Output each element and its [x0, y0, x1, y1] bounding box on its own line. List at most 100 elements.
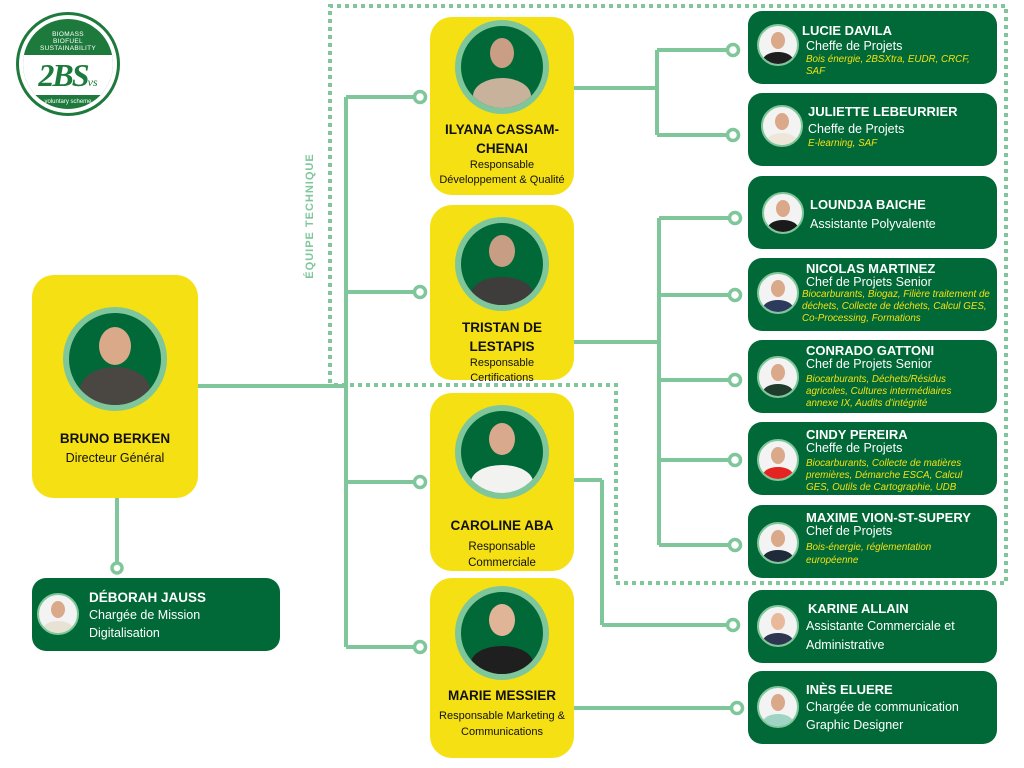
manager-name: MARIE MESSIER	[447, 688, 556, 703]
person-silhouette-icon	[471, 646, 533, 674]
person-silhouette-icon	[763, 384, 793, 396]
manager-role: Responsable	[469, 357, 535, 369]
staff-photo	[757, 686, 799, 728]
staff-photo	[757, 272, 799, 314]
staff-card-nicolas-martinez[interactable]: NICOLAS MARTINEZ Chef de Projets Senior …	[748, 258, 997, 331]
manager-name: CAROLINE ABA	[450, 518, 554, 533]
logo-mark-suffix: vs	[87, 75, 98, 89]
staff-expertise: Bois énergie, 2BSXtra, EUDR, CRCF, SAF	[806, 54, 970, 77]
staff-name: CONRADO GATTONI	[806, 343, 935, 358]
staff-photo	[757, 439, 799, 481]
manager-card-ilyana[interactable]: ILYANA CASSAM- CHENAI Responsable Dévelo…	[430, 17, 574, 195]
technical-team-boundary	[328, 4, 1008, 585]
staff-card-ines-eluere[interactable]: INÈS ELUERE Chargée de communication Gra…	[748, 671, 997, 744]
staff-photo	[757, 522, 799, 564]
manager-name-line2: CHENAI	[476, 141, 528, 156]
manager-photo	[455, 217, 549, 311]
person-head-icon	[489, 423, 515, 455]
staff-name: LOUNDJA BAICHE	[810, 197, 926, 212]
manager-photo	[455, 586, 549, 680]
logo-text-biofuel: BIOFUEL	[53, 38, 83, 45]
staff-card-cindy-pereira[interactable]: CINDY PEREIRA Cheffe de Projets Biocarbu…	[748, 422, 997, 495]
director-card[interactable]: BRUNO BERKEN Directeur Général	[32, 275, 198, 498]
staff-role: Chef de Projets Senior	[806, 275, 932, 289]
staff-role: Assistante Commerciale et Administrative	[806, 619, 955, 652]
director-role: Directeur Général	[65, 451, 165, 465]
staff-name: CINDY PEREIRA	[806, 427, 908, 442]
staff-card-lucie-davila[interactable]: LUCIE DAVILA Cheffe de Projets Bois éner…	[748, 11, 997, 84]
person-silhouette-icon	[763, 52, 793, 64]
staff-expertise: Biocarburants, Collecte de matières prem…	[806, 458, 963, 493]
staff-role: Chargée de communication Graphic Designe…	[806, 700, 959, 732]
technical-team-label-text: ÉQUIPE TECHNIQUE	[304, 153, 316, 279]
staff-expertise: Biocarburants, Biogaz, Filière traitemen…	[802, 289, 990, 324]
staff-expertise: Bois-énergie, réglementation européenne	[806, 542, 932, 566]
person-head-icon	[771, 613, 785, 630]
2bs-logo: BIOMASS BIOFUEL SUSTAINABILITY 2BSvs vol…	[16, 12, 120, 116]
person-head-icon	[490, 38, 514, 68]
staff-name: JULIETTE LEBEURRIER	[808, 104, 958, 119]
staff-photo	[757, 356, 799, 398]
manager-role: Responsable	[469, 159, 535, 171]
staff-card-juliette-lebeurrier[interactable]: JULIETTE LEBEURRIER Cheffe de Projets E-…	[748, 93, 997, 166]
manager-name: TRISTAN DE	[462, 320, 542, 335]
manager-role-line2: Commerciale	[468, 557, 536, 569]
staff-name: LUCIE DAVILA	[802, 23, 893, 38]
manager-photo	[455, 405, 549, 499]
staff-card-karine-allain[interactable]: KARINE ALLAIN Assistante Commerciale et …	[748, 590, 997, 663]
person-silhouette-icon	[768, 220, 798, 232]
person-silhouette-icon	[473, 78, 531, 108]
staff-name: NICOLAS MARTINEZ	[806, 261, 936, 276]
manager-role: Responsable	[468, 541, 536, 553]
staff-name: KARINE ALLAIN	[808, 601, 909, 616]
logo-text-biomass: BIOMASS	[52, 31, 84, 38]
person-silhouette-icon	[763, 300, 793, 312]
person-silhouette-icon	[763, 633, 793, 645]
person-head-icon	[775, 113, 789, 130]
person-silhouette-icon	[763, 550, 793, 562]
staff-card-loundja-baiche[interactable]: LOUNDJA BAICHE Assistante Polyvalente	[748, 176, 997, 249]
person-head-icon	[771, 530, 785, 547]
staff-name: INÈS ELUERE	[806, 682, 893, 697]
person-head-icon	[771, 32, 785, 49]
logo-mark: 2BS	[38, 57, 89, 93]
staff-card-conrado-gattoni[interactable]: CONRADO GATTONI Chef de Projets Senior B…	[748, 340, 997, 413]
person-head-icon	[489, 235, 515, 267]
staff-photo	[757, 605, 799, 647]
staff-name: MAXIME VION-ST-SUPERY	[806, 510, 971, 525]
staff-role: Cheffe de Projets	[806, 39, 903, 53]
staff-role: Assistante Polyvalente	[810, 217, 936, 231]
manager-role-line2: Communications	[461, 726, 543, 738]
staff-role: Chef de Projets Senior	[806, 357, 932, 371]
staff-role: Cheffe de Projets	[806, 441, 903, 455]
staff-card-deborah-jauss[interactable]: DÉBORAH JAUSS Chargée de Mission Digital…	[32, 578, 280, 651]
staff-expertise: E-learning, SAF	[808, 138, 878, 149]
staff-photo	[762, 192, 804, 234]
person-head-icon	[776, 200, 790, 217]
staff-card-maxime-vion-st-supery[interactable]: MAXIME VION-ST-SUPERY Chef de Projets Bo…	[748, 505, 997, 578]
person-head-icon	[489, 604, 515, 636]
manager-photo	[455, 20, 549, 114]
manager-card-tristan[interactable]: TRISTAN DE LESTAPIS Responsable Certific…	[430, 205, 574, 384]
person-silhouette-icon	[471, 465, 533, 493]
person-silhouette-icon	[767, 133, 797, 145]
person-head-icon	[771, 447, 785, 464]
person-silhouette-icon	[763, 467, 793, 479]
person-head-icon	[771, 280, 785, 297]
staff-name: DÉBORAH JAUSS	[89, 590, 207, 605]
manager-card-caroline[interactable]: CAROLINE ABA Responsable Commerciale	[430, 393, 574, 571]
manager-role: Responsable Marketing &	[439, 710, 565, 722]
director-name: BRUNO BERKEN	[59, 431, 171, 446]
staff-photo	[757, 24, 799, 66]
person-head-icon	[99, 327, 131, 365]
staff-expertise: Biocarburants, Déchets/Résidus agricoles…	[806, 374, 952, 409]
staff-photo	[761, 105, 803, 147]
person-head-icon	[771, 364, 785, 381]
person-head-icon	[51, 601, 65, 618]
staff-role: Cheffe de Projets	[808, 122, 905, 136]
logo-text-sustainability: SUSTAINABILITY	[39, 45, 97, 52]
manager-card-marie[interactable]: MARIE MESSIER Responsable Marketing & Co…	[430, 578, 574, 758]
manager-name: ILYANA CASSAM-	[444, 122, 560, 137]
manager-name-line2: LESTAPIS	[469, 339, 535, 354]
